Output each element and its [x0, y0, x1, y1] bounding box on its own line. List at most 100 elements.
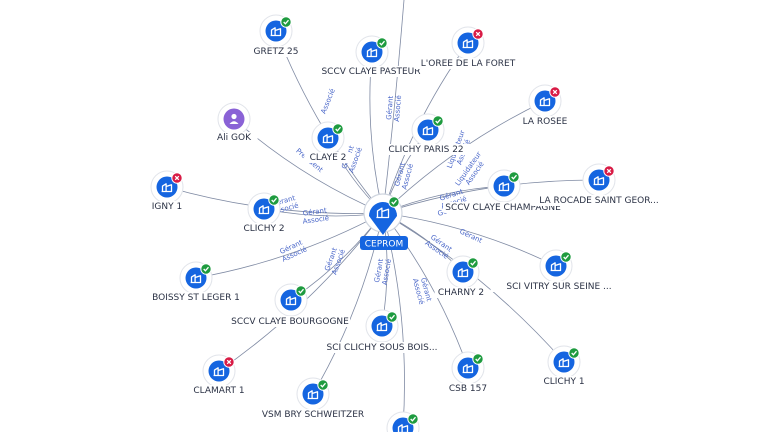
- status-ok-icon: [280, 16, 292, 28]
- node-label-bg: [380, 144, 472, 155]
- building-icon: [498, 182, 510, 192]
- building-icon: [550, 262, 562, 272]
- node-label: BOISSY ST LEGER 1: [152, 293, 240, 303]
- building-icon: [307, 390, 319, 400]
- center-pin: [369, 202, 397, 235]
- center-node[interactable]: CEPROM: [360, 193, 408, 250]
- building-icon: [539, 97, 551, 107]
- node-label-bg: [249, 46, 303, 57]
- node-ali-gok[interactable]: Ali GOK: [210, 102, 258, 143]
- building-icon: [285, 296, 297, 306]
- node-label: L'OREE DE LA FORET: [421, 59, 516, 69]
- center-icon-wrap: [376, 207, 390, 219]
- building-icon: [462, 39, 474, 49]
- node-label-bg: [530, 195, 668, 206]
- node-la-rosee[interactable]: LA ROSEE: [518, 84, 572, 127]
- edge-label-text: Gérant: [302, 206, 327, 217]
- node-circle: [452, 261, 474, 283]
- node-label-bg: [189, 385, 249, 396]
- person-icon: [229, 113, 239, 124]
- node-csb157[interactable]: CSB 157: [444, 351, 492, 394]
- status-ok-icon: [407, 413, 419, 425]
- status-ok-icon: [295, 285, 307, 297]
- status-ok-icon: [568, 347, 580, 359]
- node-label-bg: [444, 383, 492, 394]
- node-label: SCCV CLAYE CHAMPAGNE: [445, 203, 561, 213]
- node-label: CSB 157: [449, 384, 487, 394]
- building-icon: [376, 207, 390, 219]
- node-label-bg: [313, 342, 451, 353]
- status-error-icon: [472, 28, 484, 40]
- node-gretz25[interactable]: GRETZ 25: [249, 14, 303, 57]
- node-label-bg: [304, 152, 352, 163]
- edge-boissy: [195, 212, 384, 279]
- node-label: SCI CLICHY SOUS BOIS...: [327, 343, 438, 353]
- node-sccv-claye-pasteur[interactable]: SCCV CLAYE PASTEUR: [316, 35, 426, 77]
- node-sci-clichy-sous-bois[interactable]: SCI CLICHY SOUS BOIS...: [313, 309, 451, 353]
- node-clichy2[interactable]: CLICHY 2: [237, 192, 291, 234]
- node-claye2[interactable]: CLAYE 2: [304, 121, 352, 163]
- node-label: Ali GOK: [217, 133, 252, 143]
- node-circle: [534, 90, 556, 112]
- status-ok-icon: [200, 263, 212, 275]
- status-ok-icon: [467, 257, 479, 269]
- status-ok-icon: [268, 194, 280, 206]
- status-ok-icon: [317, 379, 329, 391]
- building-icon: [593, 176, 605, 186]
- edge-csb157: [382, 212, 469, 369]
- node-circle: [185, 267, 207, 289]
- node-igny1[interactable]: IGNY 1: [146, 170, 188, 212]
- building-icon: [397, 424, 409, 432]
- edge-sci-vitry: [382, 212, 557, 267]
- node-label-bg: [490, 281, 628, 292]
- node-loree-de-la-foret[interactable]: L'OREE DE LA FORET: [413, 26, 523, 69]
- node-label: CLICHY PARIS 22: [388, 145, 463, 155]
- node-boissy[interactable]: BOISSY ST LEGER 1: [144, 261, 248, 303]
- node-circle: [361, 41, 383, 63]
- node-label: CLICHY 1: [543, 377, 584, 387]
- node-sccv-claye-champagne[interactable]: SCCV CLAYE CHAMPAGNE: [443, 169, 563, 213]
- node-vsm-bry[interactable]: VSM BRY SCHWEITZER: [258, 377, 368, 420]
- node-circle: [545, 255, 567, 277]
- building-icon: [190, 274, 202, 284]
- edge-label-text: Associé: [393, 95, 403, 122]
- node-circle: [317, 127, 339, 149]
- node-label: CHARNY 2: [438, 288, 484, 298]
- node-circle: [493, 175, 515, 197]
- node-label-bg: [518, 116, 572, 127]
- node-label: IGNY 1: [152, 202, 182, 212]
- center-label-bg: [360, 236, 408, 250]
- node-clamart1[interactable]: CLAMART 1: [189, 354, 249, 396]
- node-la-rocade[interactable]: LA ROCADE SAINT GEOR...: [530, 163, 668, 206]
- building-icon: [258, 205, 270, 215]
- node-label-bg: [230, 316, 350, 327]
- node-label: CLICHY 2: [243, 224, 284, 234]
- node-bottom-node[interactable]: [386, 411, 420, 432]
- node-label-bg: [258, 409, 368, 420]
- node-clichy-paris-22[interactable]: CLICHY PARIS 22: [380, 113, 472, 155]
- status-error-icon: [603, 165, 615, 177]
- node-circle: [371, 315, 393, 337]
- node-label-bg: [237, 223, 291, 234]
- edge-clichy1: [382, 212, 565, 363]
- building-icon: [213, 367, 225, 377]
- node-charny2[interactable]: CHARNY 2: [434, 255, 488, 298]
- node-circle: [457, 357, 479, 379]
- node-clichy1[interactable]: CLICHY 1: [537, 345, 591, 387]
- node-sccv-claye-bourgogne[interactable]: SCCV CLAYE BOURGOGNE: [230, 283, 350, 327]
- node-sci-vitry[interactable]: SCI VITRY SUR SEINE ...: [490, 249, 628, 292]
- node-circle: [208, 360, 230, 382]
- edge-label-text: Gérant: [385, 95, 395, 120]
- status-ok-icon: [472, 353, 484, 365]
- building-icon: [366, 48, 378, 58]
- node-circle: [302, 383, 324, 405]
- node-circle: [265, 20, 287, 42]
- building-icon: [462, 364, 474, 374]
- building-icon: [558, 358, 570, 368]
- edge-label-text: Associé: [302, 214, 329, 226]
